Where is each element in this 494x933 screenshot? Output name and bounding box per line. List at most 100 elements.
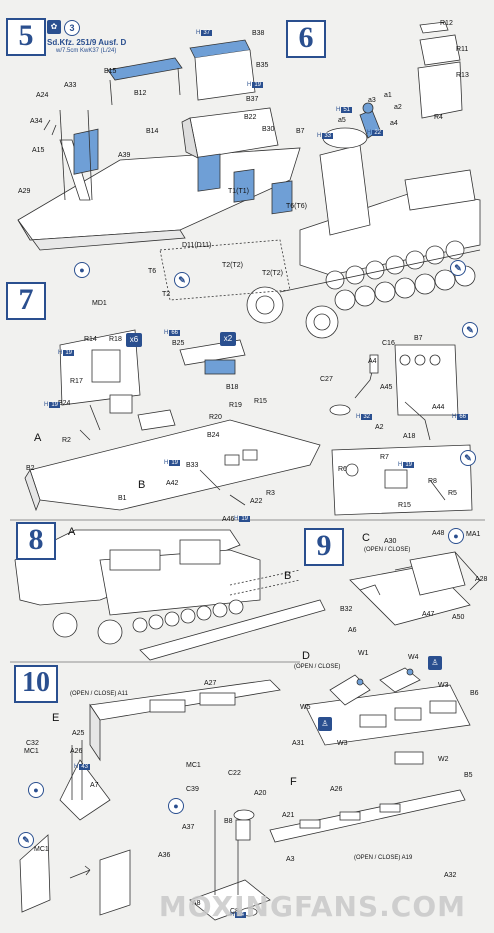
callout-letter: A <box>34 432 42 444</box>
part-label: R13 <box>456 72 469 79</box>
part-label: B32 <box>340 606 353 613</box>
part-label: B14 <box>146 128 159 135</box>
callout-letter: C <box>362 532 370 544</box>
part-label: A45 <box>380 384 393 391</box>
part-label: R3 <box>266 490 275 497</box>
part-label: A26 <box>330 786 343 793</box>
callout-letter: F <box>290 776 297 788</box>
part-label: (OPEN / CLOSE) <box>364 547 411 553</box>
part-label: R2 <box>62 437 71 444</box>
watermark: MOXINGFANS.COM <box>158 890 466 923</box>
part-label: R20 <box>209 414 222 421</box>
part-label: a4 <box>390 120 398 127</box>
figure-icon: ♙ <box>428 656 442 670</box>
part-label: a5 <box>338 117 346 124</box>
glue-icon: ✎ <box>460 450 476 466</box>
part-label: B6 <box>470 690 479 697</box>
part-label: C16 <box>382 340 395 347</box>
part-label: A31 <box>292 740 305 747</box>
part-label: B2 <box>26 465 35 472</box>
part-label: B15 <box>104 68 117 75</box>
part-label: B1 <box>118 495 127 502</box>
part-label: A4 <box>368 358 377 365</box>
step-5-subtitle: w/7.5cm KwK37 (L/24) <box>56 48 117 54</box>
callout-letter: A <box>68 526 76 538</box>
part-label: R15 <box>254 398 267 405</box>
part-label: a1 <box>384 92 392 99</box>
part-label: a2 <box>394 104 402 111</box>
part-label: R11 <box>456 46 469 53</box>
step7-drawing <box>24 329 473 516</box>
paint-drop-icon: ● <box>28 782 44 798</box>
part-label: B25 <box>172 340 185 347</box>
part-label: C32 <box>26 740 39 747</box>
part-label: R5 <box>448 490 457 497</box>
step-8-number: 8 <box>16 522 56 560</box>
part-label: A3 <box>286 856 295 863</box>
part-label: A28 <box>475 576 488 583</box>
step-6-number: 6 <box>286 20 326 58</box>
part-label: B24 <box>207 432 220 439</box>
part-label: A50 <box>452 614 465 621</box>
part-label: R19 <box>229 402 242 409</box>
part-label: A32 <box>444 872 457 879</box>
paint-drop-icon: ● <box>74 262 90 278</box>
callout-letter: E <box>52 712 60 724</box>
part-label: B24 <box>58 400 71 407</box>
part-label: A46 <box>222 516 235 523</box>
part-label: (OPEN / CLOSE) A19 <box>354 855 413 861</box>
part-label: A26 <box>70 748 83 755</box>
part-label: A6 <box>348 627 357 634</box>
part-label: W2 <box>438 756 449 763</box>
part-label: T6(T6) <box>286 203 307 210</box>
glue-icon: ✎ <box>462 322 478 338</box>
part-label: C39 <box>186 786 199 793</box>
part-label: A27 <box>204 680 217 687</box>
paint-drop-icon: ● <box>168 798 184 814</box>
part-label: A2 <box>375 424 384 431</box>
part-label: R4 <box>434 114 443 121</box>
part-label: T2(T2) <box>262 270 283 277</box>
part-label: B5 <box>464 772 473 779</box>
part-label: C8 <box>230 908 239 916</box>
part-label: B37 <box>246 96 259 103</box>
part-label: W1 <box>358 650 369 657</box>
ma1-badge-icon: ● <box>448 528 464 544</box>
part-label: R15 <box>398 502 411 509</box>
part-label: MC1 <box>186 762 201 769</box>
part-label: R8 <box>428 478 437 485</box>
part-label: A33 <box>64 82 77 89</box>
part-label: W4 <box>408 654 419 661</box>
part-label: A20 <box>254 790 267 797</box>
part-label: A25 <box>72 730 85 737</box>
part-label: A18 <box>403 433 416 440</box>
figure-icon: ♙ <box>318 717 332 731</box>
x6-badge: x6 <box>126 333 142 347</box>
step-5-count-badge: 3 <box>64 20 80 36</box>
part-label: R17 <box>70 378 83 385</box>
glue-icon: ✎ <box>174 272 190 288</box>
part-label: A22 <box>250 498 263 505</box>
part-label: B22 <box>244 114 257 121</box>
part-label: T2(T2) <box>222 262 243 269</box>
part-label: A44 <box>432 404 445 411</box>
part-label: C22 <box>228 770 241 777</box>
part-label: (OPEN / CLOSE) A11 <box>70 691 128 697</box>
part-label: A15 <box>32 147 45 154</box>
part-label: B33 <box>186 462 199 469</box>
part-label: C27 <box>320 376 333 383</box>
part-label: A24 <box>36 92 49 99</box>
part-label: A7 <box>90 782 99 789</box>
step-10-number: 10 <box>14 665 58 703</box>
step-5-number: 5 <box>6 18 46 56</box>
step9-drawing <box>304 551 481 765</box>
